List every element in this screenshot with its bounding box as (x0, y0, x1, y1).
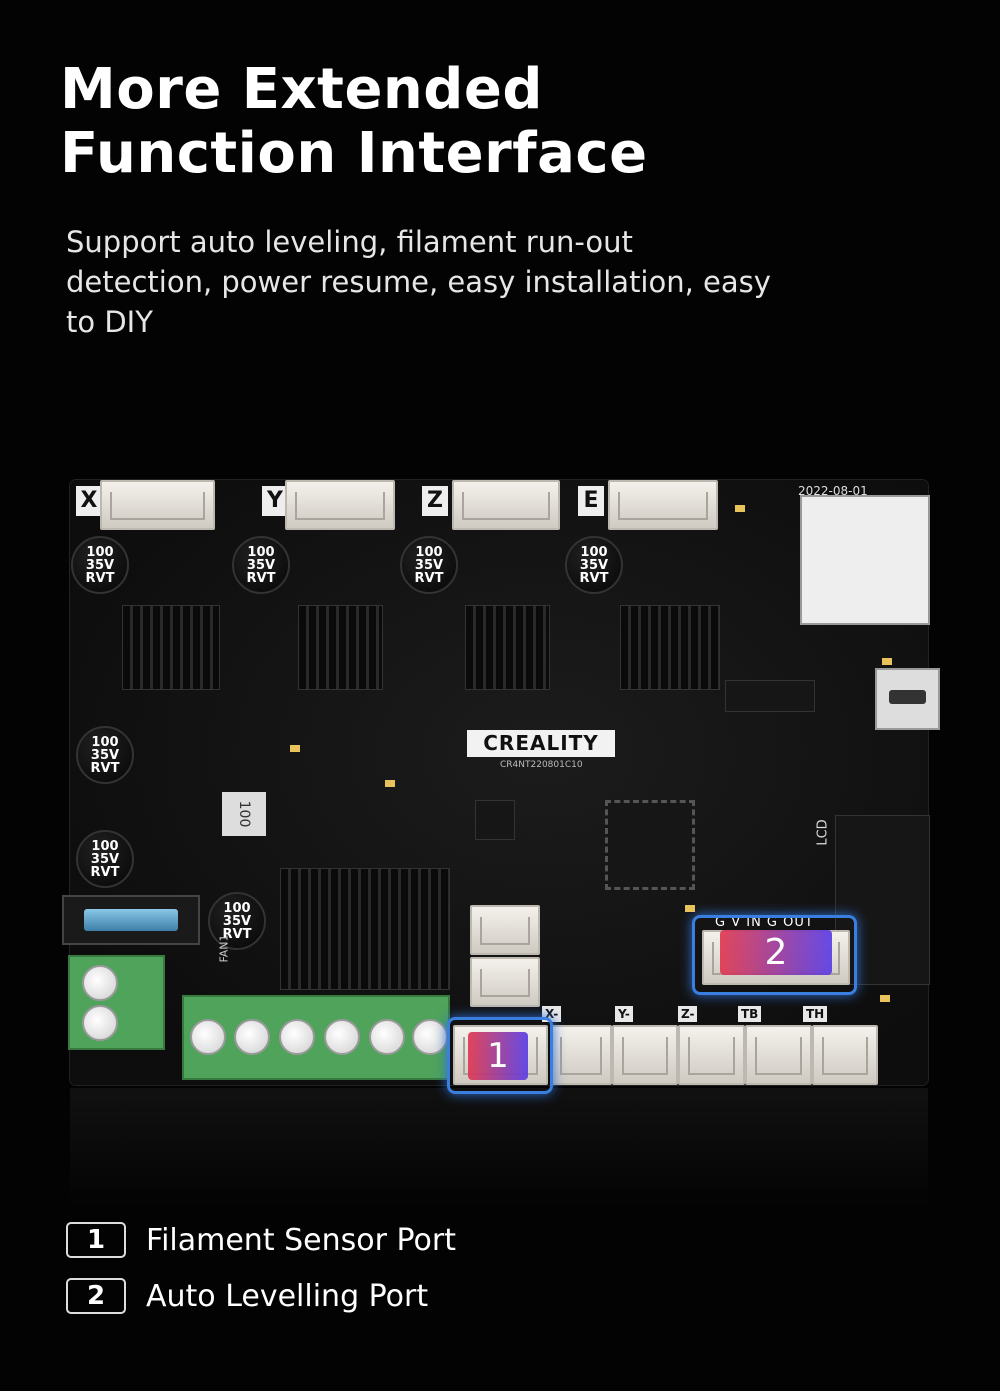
output-terminal-strip (182, 995, 450, 1080)
motor-label-x: X (76, 486, 102, 516)
motor-connector-e (608, 480, 718, 530)
motor-connector-y (285, 480, 395, 530)
inductor: 100 (222, 792, 266, 836)
usb-port (875, 668, 940, 730)
fan-connector (470, 905, 540, 955)
level-pin-labels: G V IN G OUT (715, 915, 814, 930)
motor-connector-x (100, 480, 215, 530)
legend-number: 2 (66, 1278, 126, 1314)
fuse-holder (62, 895, 200, 945)
mosfet-heatsink (280, 868, 450, 990)
driver-heatsink (298, 605, 383, 690)
fan-label: FAN1 (217, 934, 231, 963)
motor-label-z: Z (422, 486, 448, 516)
legend-label: Auto Levelling Port (146, 1278, 429, 1314)
y-endstop-connector (612, 1025, 678, 1085)
legend-item-1: 1 Filament Sensor Port (66, 1222, 456, 1258)
legend-label: Filament Sensor Port (146, 1222, 456, 1258)
title-line-1: More Extended (60, 57, 543, 122)
legend-number: 1 (66, 1222, 126, 1258)
endstop-label-y: Y- (615, 1006, 633, 1022)
power-terminal (68, 955, 165, 1050)
thermistor-label-hotend: TH (803, 1006, 828, 1022)
marker-2: 2 (720, 930, 832, 975)
mcu-chip (605, 800, 695, 890)
driver-heatsink (620, 605, 720, 690)
sd-card-slot (800, 495, 930, 625)
lcd-header (835, 815, 930, 985)
z-endstop-connector (678, 1025, 745, 1085)
marker-1: 1 (468, 1032, 528, 1080)
driver-heatsink (122, 605, 220, 690)
motor-label-e: E (578, 486, 604, 516)
usb-chip (725, 680, 815, 712)
model-number: CR4NT220801C10 (500, 760, 583, 770)
auto-level-highlight (692, 915, 857, 995)
filament-sensor-highlight (447, 1017, 553, 1094)
board-reflection (70, 1088, 928, 1208)
motor-connector-z (452, 480, 560, 530)
x-endstop-connector (550, 1025, 612, 1085)
thermistor-label-bed: TB (738, 1006, 762, 1022)
fan-connector (470, 957, 540, 1007)
lcd-label: LCD (815, 819, 831, 846)
subtitle: Support auto leveling, filament run-out … (66, 225, 771, 339)
brand-logo: CREALITY (467, 730, 615, 757)
bed-thermistor-connector (745, 1025, 812, 1085)
driver-heatsink (465, 605, 550, 690)
title-line-2: Function Interface (60, 121, 648, 186)
motor-label-y: Y (262, 486, 288, 516)
hotend-thermistor-connector (812, 1025, 878, 1085)
legend-item-2: 2 Auto Levelling Port (66, 1278, 428, 1314)
board-date: 2022-08-01 (798, 484, 868, 498)
endstop-label-z: Z- (678, 1006, 698, 1022)
regulator (475, 800, 515, 840)
